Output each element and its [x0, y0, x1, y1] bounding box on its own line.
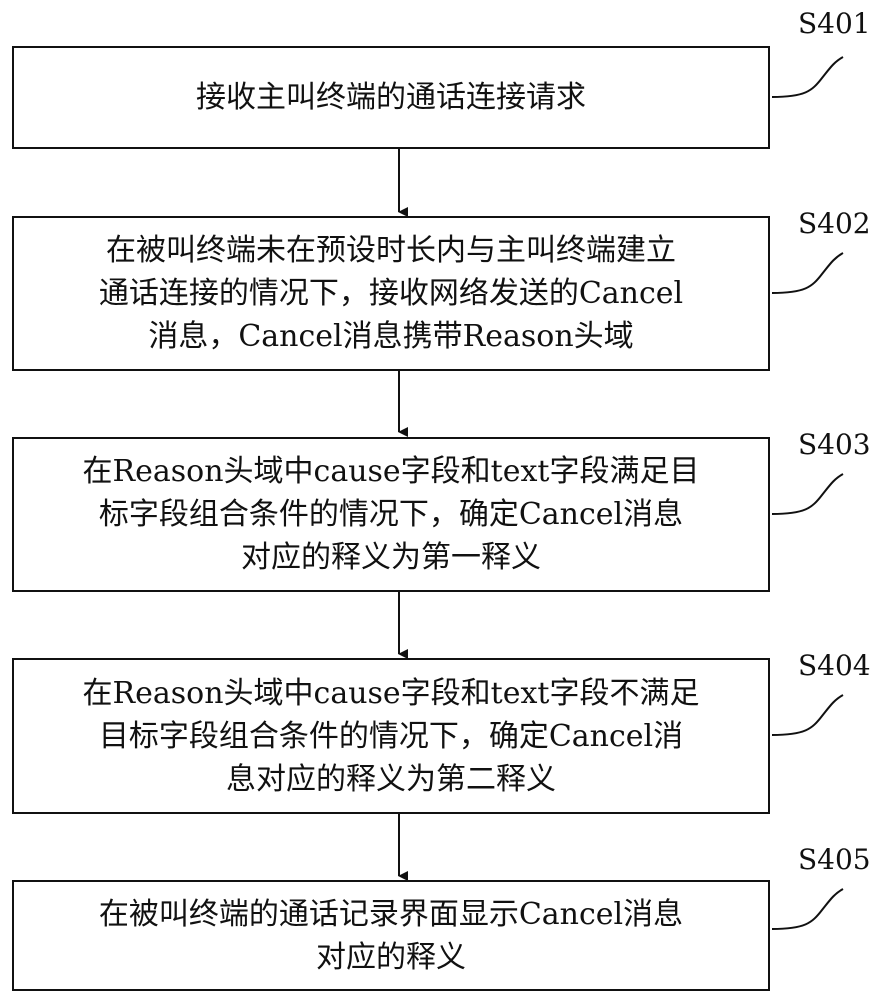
step-box-s401: 接收主叫终端的通话连接请求 [12, 46, 770, 149]
label-leader-1 [771, 56, 844, 98]
step-line: 接收主叫终端的通话连接请求 [196, 80, 586, 115]
step-line: 标字段组合条件的情况下，确定Cancel消息 [98, 497, 684, 532]
step-text-s403: 在Reason头域中cause字段和text字段满足目 标字段组合条件的情况下，… [73, 450, 710, 579]
step-line: 通话连接的情况下，接收网络发送的Cancel [98, 276, 684, 311]
step-text-s405: 在被叫终端的通话记录界面显示Cancel消息 对应的释义 [89, 893, 693, 979]
step-line: 消息，Cancel消息携带Reason头域 [148, 319, 634, 354]
step-label-s401: S401 [798, 7, 871, 40]
step-label-s403: S403 [798, 428, 871, 461]
step-box-s402: 在被叫终端未在预设时长内与主叫终端建立 通话连接的情况下，接收网络发送的Canc… [12, 216, 770, 371]
step-box-s405: 在被叫终端的通话记录界面显示Cancel消息 对应的释义 [12, 880, 770, 991]
step-line: 对应的释义 [316, 939, 466, 975]
step-text-s402: 在被叫终端未在预设时长内与主叫终端建立 通话连接的情况下，接收网络发送的Canc… [89, 229, 693, 358]
step-text-s404: 在Reason头域中cause字段和text字段不满足 目标字段组合条件的情况下… [73, 672, 710, 801]
step-line: 息对应的释义为第二释义 [225, 761, 556, 797]
step-box-s403: 在Reason头域中cause字段和text字段满足目 标字段组合条件的情况下，… [12, 437, 770, 592]
label-leader-4 [771, 694, 844, 736]
step-line: 对应的释义为第一释义 [240, 540, 541, 575]
label-leader-5 [771, 888, 844, 930]
step-line: 在Reason头域中cause字段和text字段不满足 [82, 675, 700, 711]
step-label-s404: S404 [798, 649, 871, 682]
step-line: 在被叫终端未在预设时长内与主叫终端建立 [106, 233, 676, 268]
step-text-s401: 接收主叫终端的通话连接请求 [186, 76, 596, 119]
step-label-s405: S405 [798, 843, 871, 876]
label-leader-3 [771, 473, 844, 515]
step-label-s402: S402 [798, 207, 871, 240]
label-leader-2 [771, 252, 844, 294]
step-line: 目标字段组合条件的情况下，确定Cancel消 [98, 718, 684, 754]
step-box-s404: 在Reason头域中cause字段和text字段不满足 目标字段组合条件的情况下… [12, 658, 770, 814]
step-line: 在Reason头域中cause字段和text字段满足目 [82, 454, 700, 489]
step-line: 在被叫终端的通话记录界面显示Cancel消息 [98, 896, 684, 932]
